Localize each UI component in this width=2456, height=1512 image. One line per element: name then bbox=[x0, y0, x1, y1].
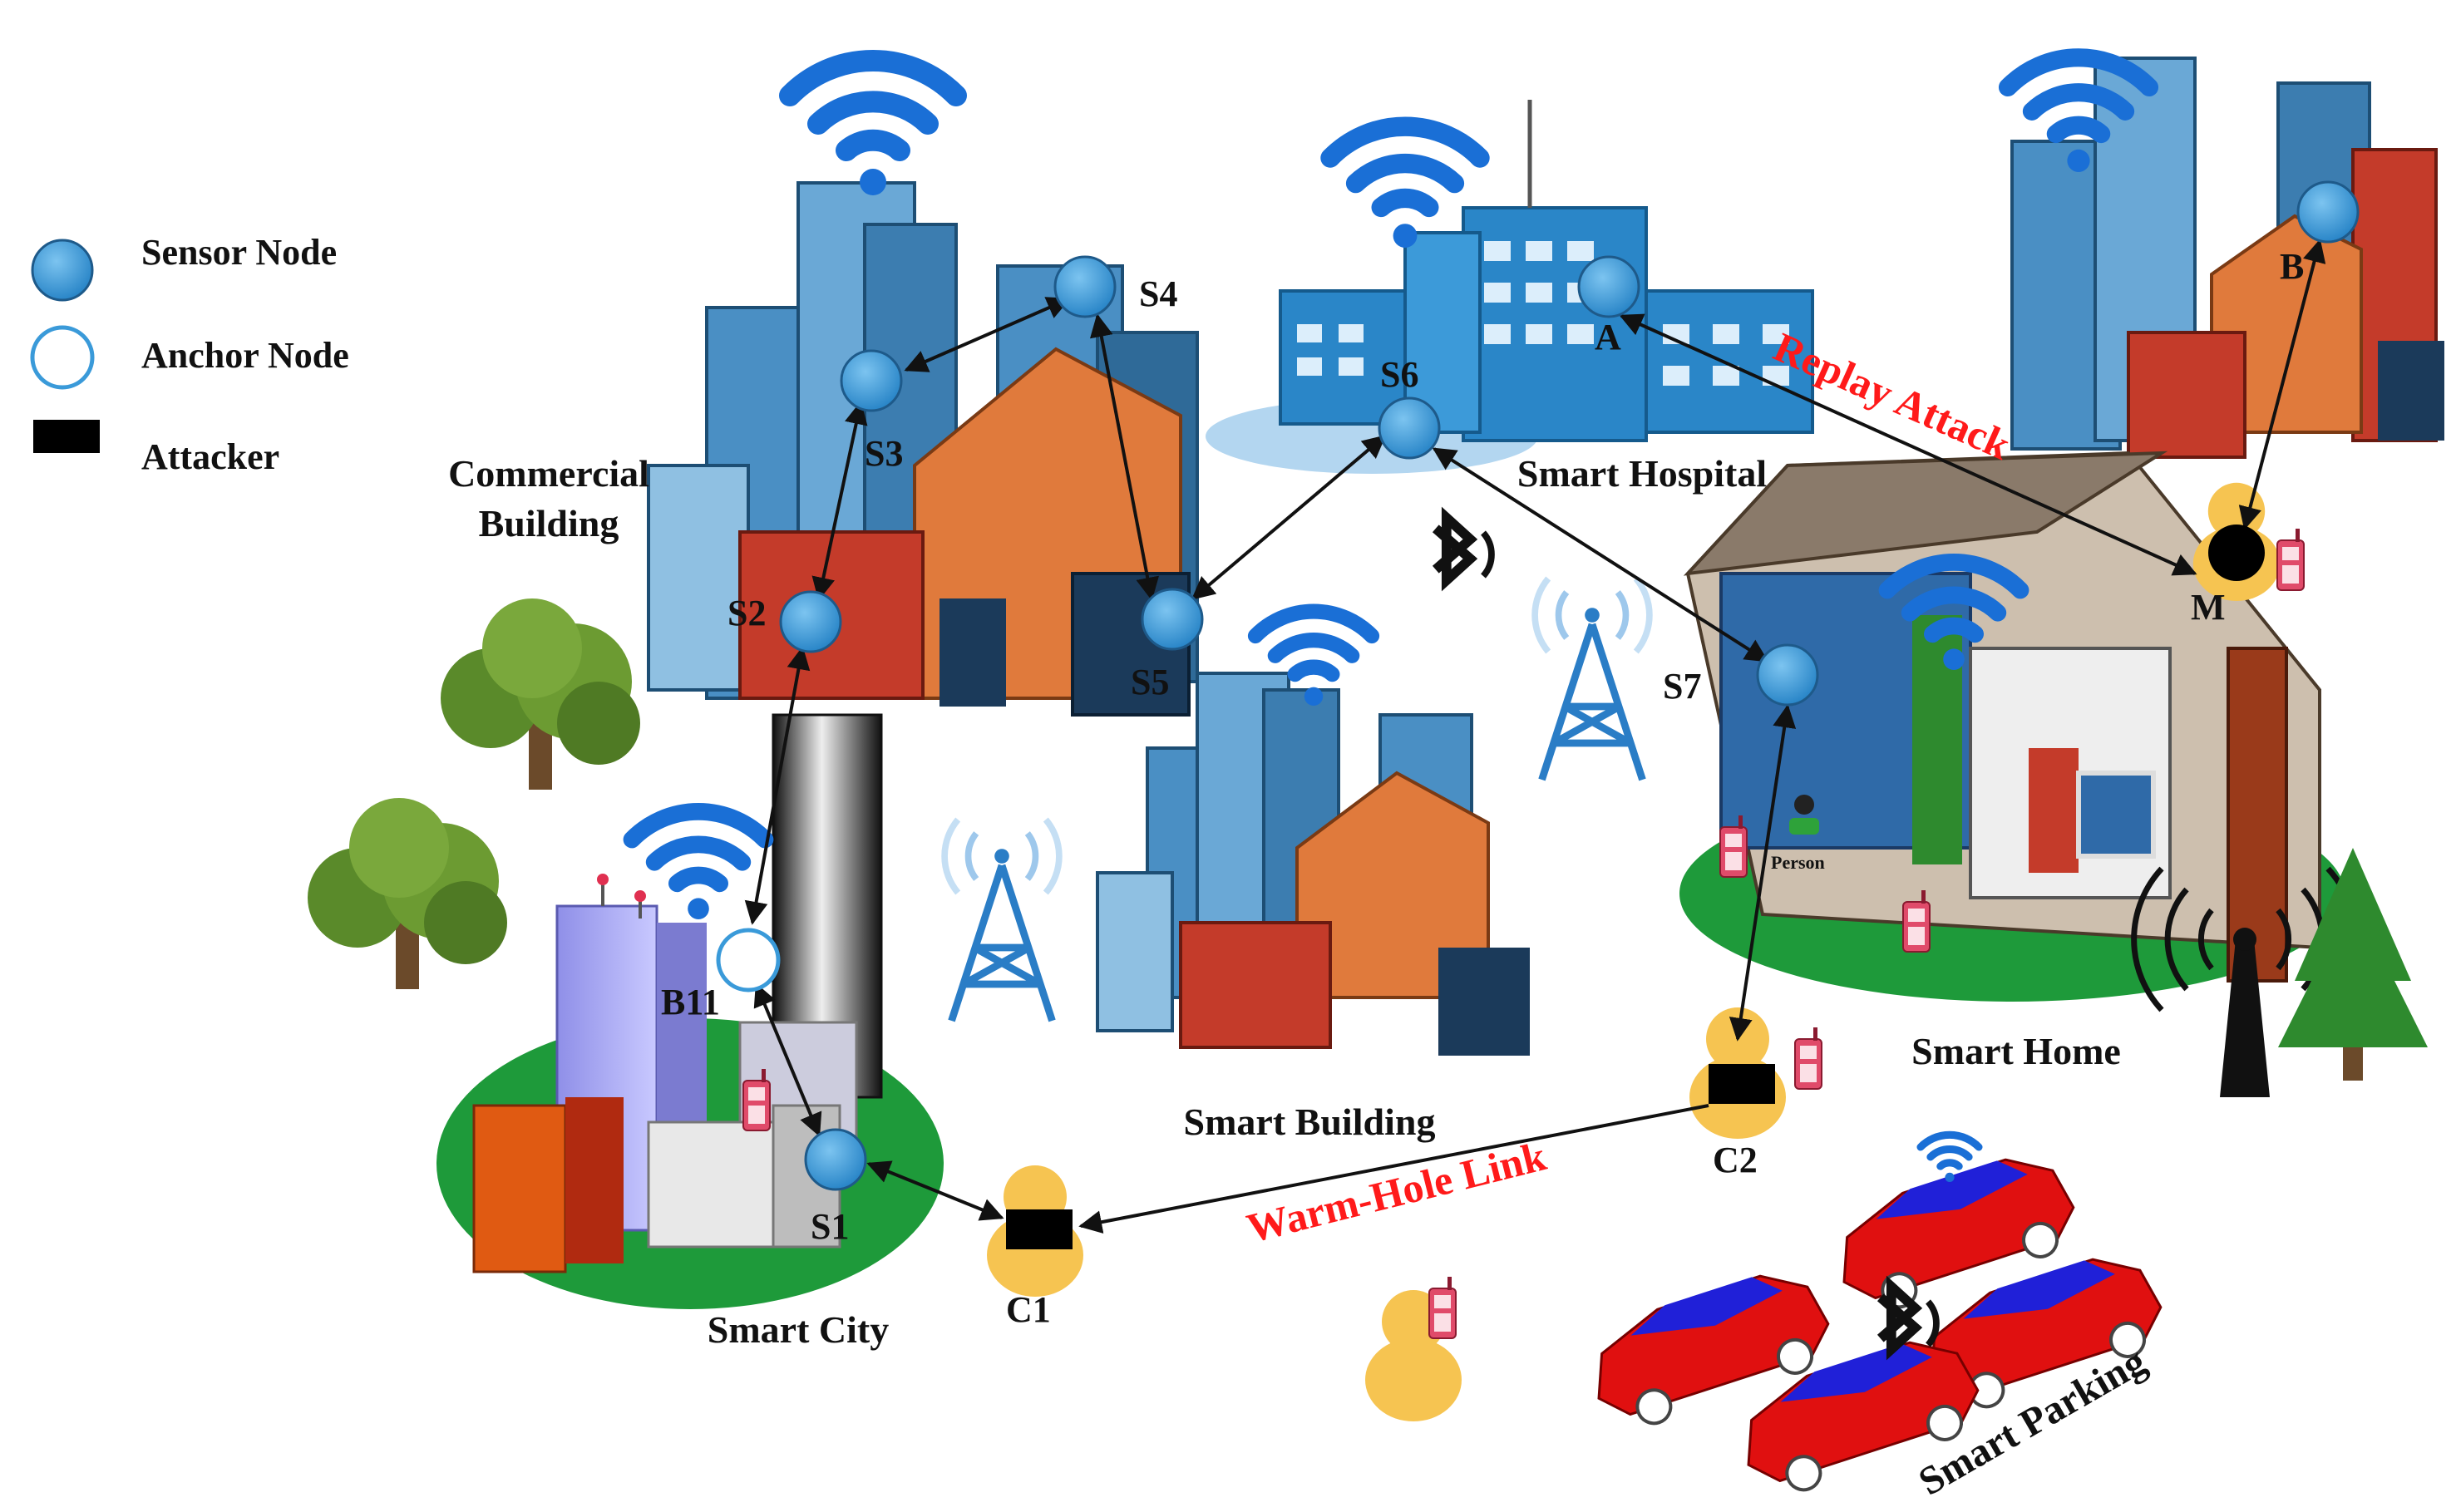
label-smart-hospital: Smart Hospital bbox=[1517, 452, 1767, 495]
label-c2: C2 bbox=[1713, 1140, 1758, 1180]
phone-icon bbox=[2276, 528, 2305, 591]
sensor-node-s1 bbox=[804, 1128, 867, 1191]
legend-anchor-node-icon bbox=[30, 325, 95, 390]
label-s6: S6 bbox=[1380, 354, 1418, 395]
bluetooth-icon bbox=[1881, 1287, 1936, 1349]
label-c1: C1 bbox=[1006, 1289, 1051, 1330]
link-replay-a-m bbox=[1619, 313, 2197, 576]
sensor-node-b bbox=[2296, 180, 2360, 244]
link-s7-c2 bbox=[1729, 704, 1797, 1042]
attacker-node-m bbox=[2208, 525, 2265, 581]
sensor-node-s3 bbox=[840, 349, 903, 412]
label-b11: B11 bbox=[661, 982, 720, 1022]
link-s6-s7 bbox=[1432, 447, 1769, 662]
phone-icon bbox=[1428, 1276, 1457, 1339]
link-s4-s5 bbox=[1089, 313, 1160, 601]
tree-icon bbox=[308, 798, 507, 989]
sensor-node-a bbox=[1577, 255, 1640, 318]
attacker-c2 bbox=[1709, 1064, 1775, 1104]
link-wormhole-c2-c1 bbox=[1078, 1104, 1709, 1234]
anchor-node-b11 bbox=[716, 928, 781, 992]
phone-icon bbox=[1794, 1027, 1822, 1090]
wifi-icon bbox=[790, 61, 956, 195]
link-s5-s6 bbox=[1191, 435, 1387, 600]
wifi-icon bbox=[1330, 126, 1480, 248]
antenna-tower-icon bbox=[1535, 579, 1650, 780]
label-s1: S1 bbox=[811, 1206, 849, 1247]
label-a: A bbox=[1595, 317, 1621, 357]
label-person: Person bbox=[1771, 852, 1825, 873]
link-b-m bbox=[2238, 239, 2326, 530]
attacker-c1 bbox=[1006, 1209, 1073, 1249]
label-s2: S2 bbox=[727, 593, 766, 633]
link-b11-s1 bbox=[753, 983, 822, 1137]
link-s3-s2 bbox=[811, 401, 868, 601]
sensor-node-s6 bbox=[1378, 396, 1441, 460]
top-right-buildings bbox=[2008, 57, 2444, 459]
label-smart-building: Smart Building bbox=[1184, 1101, 1436, 1143]
bluetooth-icon bbox=[1436, 518, 1492, 580]
legend-attacker-label: Attacker bbox=[141, 436, 279, 477]
tree-icon bbox=[441, 598, 640, 790]
label-smart-city: Smart City bbox=[708, 1308, 889, 1351]
label-b: B bbox=[2280, 246, 2304, 287]
label-s5: S5 bbox=[1131, 662, 1169, 702]
legend-sensor-node-label: Sensor Node bbox=[141, 232, 337, 273]
antenna-tower-icon bbox=[944, 820, 1059, 1021]
smart-building-illustration bbox=[1096, 612, 1530, 1056]
sensor-node-s2 bbox=[779, 590, 842, 653]
legend-attacker-icon bbox=[33, 420, 100, 453]
label-s3: S3 bbox=[865, 433, 903, 474]
sensor-node-s5 bbox=[1141, 588, 1204, 651]
pine-tree-icon bbox=[2278, 848, 2428, 1081]
link-s2-b11 bbox=[744, 646, 811, 925]
label-warm-hole-link: Warm-Hole Link bbox=[1242, 1132, 1551, 1251]
link-s3-s4 bbox=[904, 297, 1071, 372]
sensor-nodes bbox=[779, 180, 2360, 1191]
legend: Sensor Node Anchor Node Attacker bbox=[30, 232, 349, 477]
label-commercial-building-1: Commercial bbox=[448, 452, 649, 495]
smart-hospital-illustration bbox=[1206, 100, 1814, 474]
sensor-node-s7 bbox=[1756, 643, 1819, 707]
label-commercial-building-2: Building bbox=[479, 502, 619, 544]
person-icon bbox=[1789, 795, 1819, 835]
node-labels: S1 S2 S3 S4 S5 S6 S7 A B B11 M C1 C2 Per… bbox=[661, 246, 2304, 1330]
wifi-icon bbox=[632, 811, 765, 919]
link-s1-c1 bbox=[866, 1160, 1004, 1221]
legend-sensor-node-icon bbox=[31, 239, 94, 302]
legend-anchor-node-label: Anchor Node bbox=[141, 335, 349, 376]
label-s4: S4 bbox=[1139, 273, 1177, 314]
smart-parking-illustration bbox=[1576, 1135, 2176, 1506]
sensor-node-s4 bbox=[1053, 255, 1117, 318]
label-smart-home: Smart Home bbox=[1911, 1030, 2121, 1072]
label-s7: S7 bbox=[1663, 666, 1701, 707]
network-links bbox=[744, 239, 2326, 1234]
label-m: M bbox=[2191, 587, 2226, 628]
